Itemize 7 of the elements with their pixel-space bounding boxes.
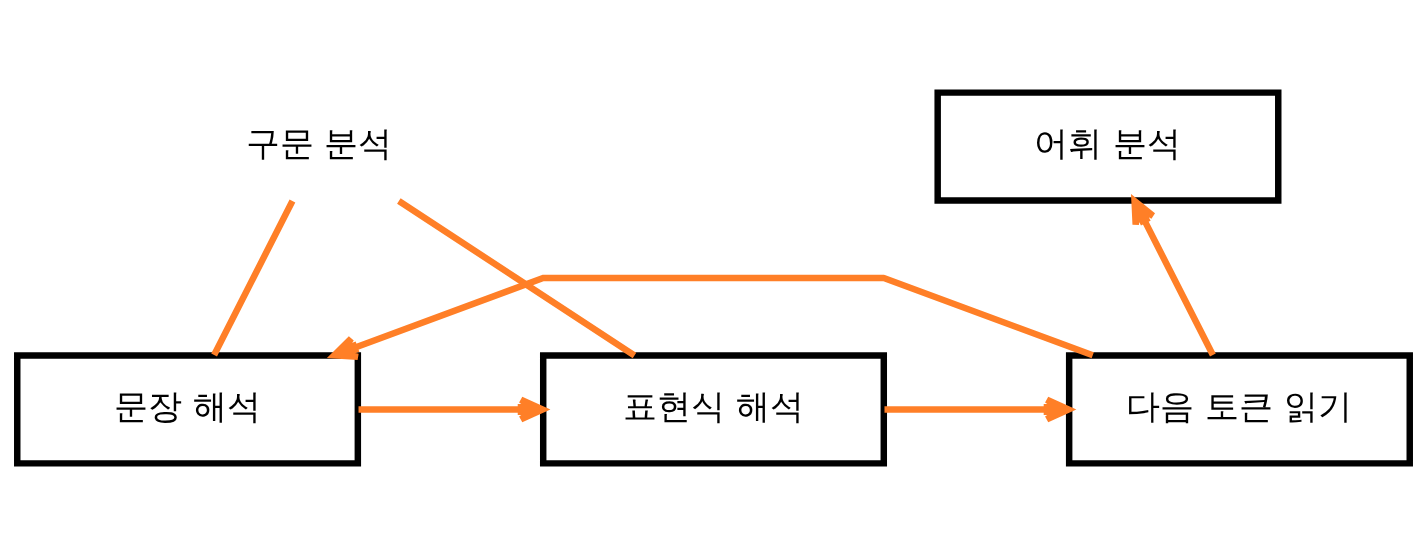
node-box: 문장 해석 — [14, 351, 362, 467]
node-box: 다음 토큰 읽기 — [1065, 351, 1413, 467]
node-box: 어휘 분석 — [934, 88, 1282, 204]
node-text: 구문 분석 — [245, 122, 393, 163]
connector — [211, 199, 296, 357]
arrow — [1131, 197, 1216, 357]
node-box: 표현식 해석 — [539, 351, 888, 467]
